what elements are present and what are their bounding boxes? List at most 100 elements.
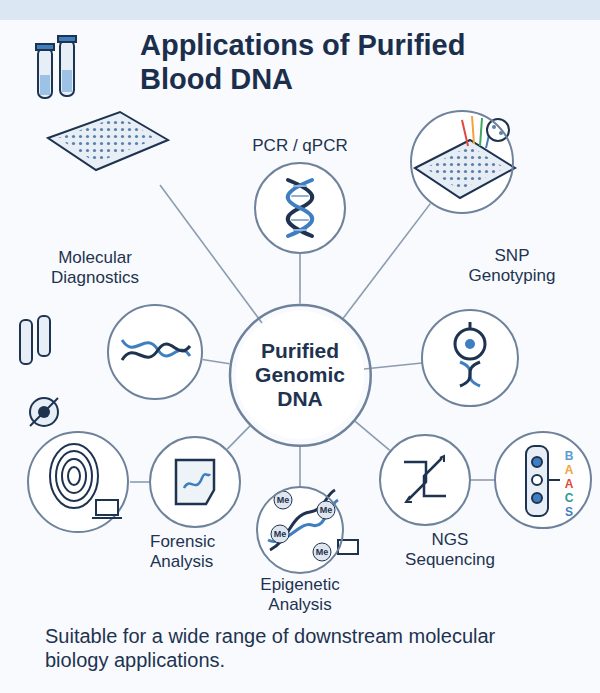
circle-ground	[149, 436, 241, 528]
methylation-icon	[317, 501, 335, 519]
application-label: Forensic Analysis	[150, 532, 260, 572]
circle-outline	[149, 436, 241, 528]
diagnostic-icon	[122, 344, 190, 360]
circle-outline	[230, 305, 371, 446]
fingerprint-icon	[62, 459, 86, 493]
leader-line	[130, 481, 149, 483]
connector-line	[355, 421, 390, 451]
diagnostic-icon	[30, 398, 58, 426]
application-label: Epigenetic Analysis	[245, 575, 355, 615]
methylation-icon	[268, 490, 358, 561]
methyl-tag: Me	[277, 496, 290, 505]
methylation-icon	[313, 543, 331, 561]
circle-outline	[255, 163, 345, 253]
circle-ground	[379, 434, 471, 526]
circle-outline	[256, 486, 344, 574]
plate-tubes-icon	[60, 40, 74, 96]
circle-ground	[495, 432, 591, 528]
microarray-icon	[462, 120, 468, 146]
sequencer-icon	[526, 446, 560, 516]
diagnostic-icon	[30, 398, 58, 426]
microarray-icon	[492, 125, 496, 129]
evidence-icon	[184, 474, 210, 488]
dna-helix-icon	[294, 229, 306, 231]
fingerprint-icon	[56, 451, 92, 501]
fingerprint-icon	[68, 467, 80, 485]
circle-outline	[410, 110, 514, 214]
magnifier-dna-icon	[455, 322, 485, 386]
circle-ground	[107, 304, 203, 400]
plate-tubes-icon	[38, 48, 52, 98]
base-letter: A	[565, 464, 574, 476]
sequencer-icon	[526, 446, 548, 516]
microarray-icon	[472, 116, 474, 144]
leader-line	[160, 185, 262, 323]
magnifier-dna-icon	[465, 339, 475, 349]
ngs-icon	[404, 462, 426, 500]
plate-tubes-icon	[40, 75, 50, 95]
application-label: Molecular Diagnostics	[30, 248, 160, 288]
application-circle: Epigenetic Analysis	[256, 486, 344, 574]
dna-helix-icon	[288, 180, 313, 236]
hub-circle: Purified Genomic DNA	[229, 304, 372, 447]
evidence-icon	[176, 460, 214, 504]
connector-line	[202, 360, 229, 364]
magnifier-dna-icon	[469, 322, 472, 329]
sequencer-icon	[532, 493, 542, 503]
circle-ground	[256, 486, 344, 574]
fingerprint-icon	[50, 444, 98, 508]
application-label: NGS Sequencing	[395, 530, 505, 570]
circle-outline	[411, 111, 513, 213]
plate-tubes-icon	[58, 116, 156, 163]
base-letter: B	[565, 450, 574, 462]
circle-outline	[150, 437, 240, 527]
circle-outline	[380, 435, 470, 525]
circle-ground	[422, 310, 518, 406]
microarray-icon	[480, 118, 482, 146]
base-letter: A	[565, 478, 574, 490]
sequencer-icon	[532, 475, 542, 485]
magnifier-dna-icon	[455, 329, 485, 359]
plate-tubes-icon	[58, 36, 76, 42]
base-letter: S	[565, 506, 573, 518]
fingerprint-icon	[50, 444, 122, 518]
diagram-title: Applications of Purified Blood DNA	[140, 28, 510, 96]
circle-outline	[108, 305, 202, 399]
circle-outline	[379, 434, 471, 526]
plate-tubes-icon	[62, 70, 72, 92]
plate-tubes-icon	[48, 112, 168, 170]
ngs-icon	[404, 456, 446, 502]
dna-helix-icon	[292, 219, 308, 221]
magnifier-dna-icon	[460, 362, 480, 386]
magnifier-dna-icon	[460, 362, 480, 386]
connector-line	[299, 446, 301, 486]
fingerprint-icon	[92, 517, 122, 519]
dna-helix-icon	[292, 195, 308, 197]
base-letter: C	[565, 492, 574, 504]
ngs-icon	[424, 458, 446, 496]
diagnostic-icon	[38, 316, 50, 356]
application-label: SNP Genotyping	[452, 246, 572, 286]
plate-tubes-icon	[36, 44, 54, 50]
diagnostic-icon	[20, 316, 190, 426]
methyl-tag: Me	[274, 530, 287, 539]
application-circle: NGS Sequencing	[379, 434, 471, 526]
leader-line	[364, 363, 422, 369]
application-circle: SNP Genotyping	[410, 110, 514, 214]
sequencer-icon	[532, 457, 542, 467]
diagnostic-icon	[20, 320, 32, 364]
fingerprint-icon	[96, 500, 118, 515]
circle-ground	[28, 110, 591, 574]
connector-line	[343, 203, 430, 318]
circle-ground	[254, 162, 346, 254]
microarray-icon	[425, 146, 505, 190]
dna-helix-icon	[288, 180, 313, 236]
methyl-tag: Me	[320, 506, 333, 515]
circle-ground	[236, 311, 364, 439]
dna-helix-icon	[292, 186, 308, 230]
microarray-icon	[415, 140, 515, 198]
methylation-icon	[271, 525, 289, 543]
circle-outline	[254, 162, 346, 254]
application-circle: Molecular Diagnostics	[107, 304, 203, 400]
